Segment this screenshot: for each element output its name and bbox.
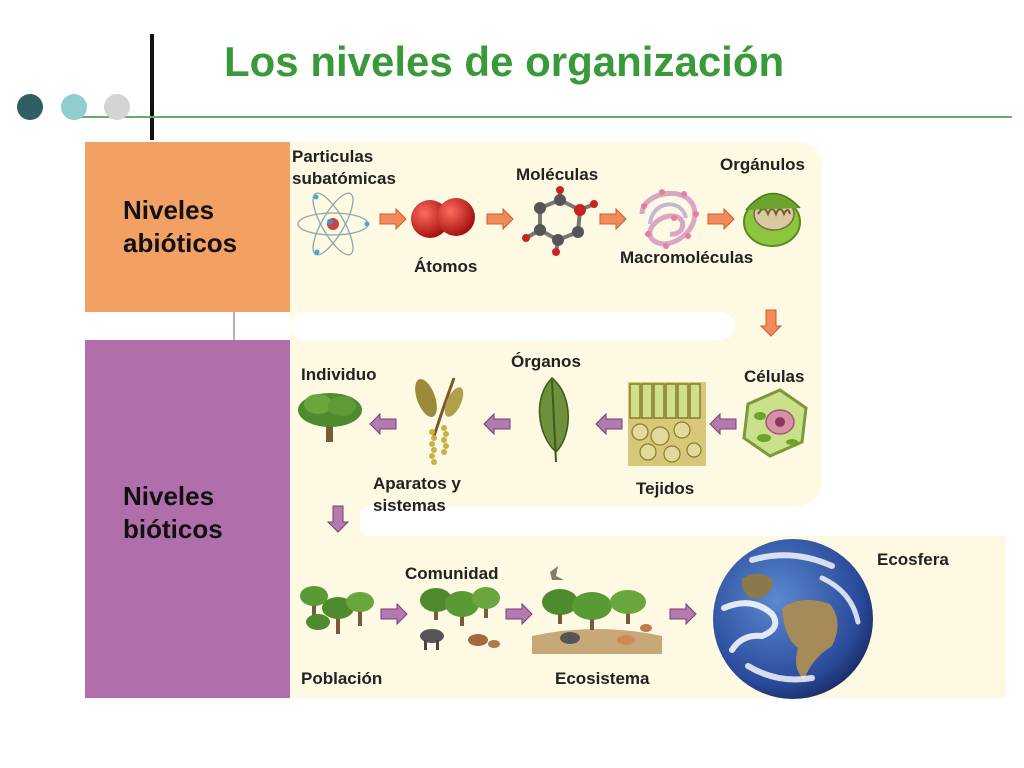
abiotic-label: Niveles abióticos [123, 195, 238, 258]
label-moleculas: Moléculas [516, 165, 599, 184]
arrow-right [669, 603, 697, 625]
label-celulas: Células [744, 367, 805, 386]
label-particulas: Particulas subatómicas [292, 147, 396, 188]
decor-dot-teal [61, 94, 87, 120]
label-organulos: Orgánulos [720, 155, 806, 174]
arrow-right [486, 208, 514, 230]
mitochondrion-icon [743, 192, 801, 247]
label-atomos: Átomos [414, 257, 478, 276]
label-tejidos: Tejidos [636, 479, 695, 498]
biotic-label: Niveles bióticos [123, 481, 223, 544]
arrow-right [599, 208, 627, 230]
arrow-right [505, 603, 533, 625]
decor-dot-dark [17, 94, 43, 120]
label-poblacion: Población [301, 669, 383, 688]
tree-icon [298, 393, 362, 442]
cell-icon [742, 388, 808, 458]
label-organos: Órganos [511, 352, 581, 371]
label-macromoleculas: Macromoléculas [620, 248, 754, 267]
leaf-icon [538, 376, 569, 463]
decor-dot-gray [104, 94, 130, 120]
label-comunidad: Comunidad [405, 564, 499, 583]
label-ecosistema: Ecosistema [555, 669, 650, 688]
label-individuo: Individuo [301, 365, 377, 384]
arrow-left [595, 413, 623, 435]
tissue-icon [628, 382, 706, 466]
title-divider-horizontal [78, 116, 1012, 118]
label-ecosfera: Ecosfera [877, 550, 949, 569]
atoms-icon [411, 198, 475, 238]
earth-icon [713, 539, 873, 699]
atom-icon [297, 192, 370, 256]
arrow-left [483, 413, 511, 435]
macromolecule-icon [639, 189, 699, 249]
label-aparatos: Aparatos y sistemas [373, 474, 461, 515]
ecosystem-icon [532, 566, 662, 654]
tree-group-icon [300, 586, 374, 634]
title-divider-vertical [150, 34, 154, 140]
page-title: Los niveles de organización [224, 38, 785, 85]
flowering-branch-icon [415, 377, 464, 465]
arrow-left [709, 413, 737, 435]
community-icon [420, 587, 500, 650]
arrow-right [707, 208, 735, 230]
arrow-right [379, 208, 407, 230]
arrow-down [327, 505, 349, 533]
arrow-left [369, 413, 397, 435]
biotic-block: Niveles bióticos [85, 340, 290, 698]
arrow-down [760, 309, 782, 337]
arrow-right [380, 603, 408, 625]
abiotic-block: Niveles abióticos [85, 142, 290, 312]
molecule-icon [522, 186, 598, 256]
